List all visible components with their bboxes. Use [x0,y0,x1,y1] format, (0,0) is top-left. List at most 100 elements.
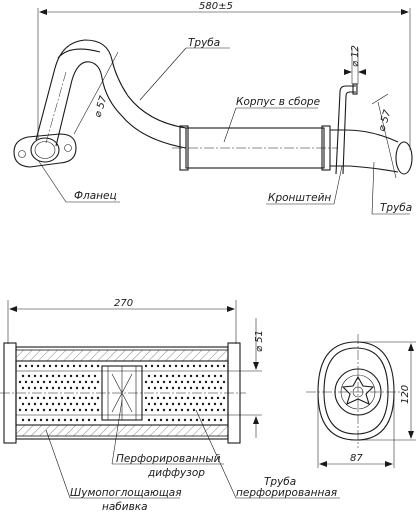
section-length-dimension: 270 [7,298,237,344]
inlet-diameter-text: ⌀ 57 [92,94,109,119]
pipe-top-label: Труба [188,37,220,49]
perforation-hole [177,402,181,406]
end-width-text: 87 [350,453,363,464]
perforation-hole [45,418,49,422]
perforation-hole [69,386,73,390]
perforation-hole [54,396,58,400]
perforation-hole [216,396,220,400]
perforation-hole [165,386,169,390]
perforation-hole [63,386,67,390]
perforation-hole [180,408,184,412]
perforation-hole [66,380,70,384]
perforation-hole [27,374,31,378]
perforation-hole [81,374,85,378]
muffler-body [172,125,338,171]
perforation-hole [162,408,166,412]
end-height-text: 120 [400,385,411,404]
perforation-hole [165,402,169,406]
perforation-hole [219,374,223,378]
perforation-hole [156,364,160,368]
perforated-pipe-label-line1: Труба [264,476,296,488]
perforation-hole [51,386,55,390]
perforation-hole [213,386,217,390]
perforation-hole [30,408,34,412]
perforation-hole [180,380,184,384]
perforation-hole [147,386,151,390]
perforated-pipe-callout: Труба перфорированная [195,409,340,499]
perforation-hole [153,418,157,422]
perforation-hole [81,386,85,390]
perforation-hole [189,386,193,390]
perforation-hole [198,380,202,384]
perforation-hole [168,408,172,412]
perforation-hole [87,402,91,406]
pipe-bottom-label: Труба [380,202,412,214]
perforation-hole [96,380,100,384]
perforation-hole [192,396,196,400]
perforation-hole [186,380,190,384]
perforation-hole [21,386,25,390]
perforation-hole [219,386,223,390]
perforation-hole [57,386,61,390]
perforation-hole [63,418,67,422]
perforation-hole [90,396,94,400]
perforation-hole [90,364,94,368]
perforation-hole [144,364,148,368]
perforation-hole [168,364,172,368]
perforation-hole [180,364,184,368]
perforation-hole [186,364,190,368]
perforation-hole [21,418,25,422]
perforation-hole [18,380,22,384]
perforation-hole [84,396,88,400]
perforation-hole [33,402,37,406]
absorbing-label-line2: набивка [102,501,148,513]
perforation-hole [216,380,220,384]
perforation-hole [39,402,43,406]
perforation-hole [63,374,67,378]
perforation-hole [24,408,28,412]
perforation-hole [183,374,187,378]
perforation-hole [174,396,178,400]
perforation-hole [66,364,70,368]
end-width-dimension: 87 [317,392,395,468]
perforation-hole [69,402,73,406]
perforation-hole [84,364,88,368]
perforation-hole [204,396,208,400]
perforation-hole [165,418,169,422]
perforation-hole [222,396,226,400]
perforation-hole [222,364,226,368]
pipe-top-callout: Труба [139,37,230,101]
perforation-hole [24,364,28,368]
perforation-hole [192,408,196,412]
perforation-hole [78,396,82,400]
section-diameter-dimension: ⌀ 51 [228,318,265,438]
perforation-hole [27,418,31,422]
perforation-hole [207,374,211,378]
perforation-hole [21,374,25,378]
perforation-hole [24,396,28,400]
perforation-hole [183,386,187,390]
perforation-hole [51,418,55,422]
perforation-hole [93,386,97,390]
flange [13,133,77,168]
perforation-hole [42,380,46,384]
perforation-hole [84,380,88,384]
perforation-hole [36,364,40,368]
diffuser-label-line1: Перфорированный [116,453,221,465]
perforation-hole [192,380,196,384]
end-view: 120 87 [306,334,416,468]
perforation-hole [54,380,58,384]
perforation-hole [81,418,85,422]
perforation-hole [183,418,187,422]
perforation-hole [201,418,205,422]
perforation-hole [156,408,160,412]
perforation-hole [195,374,199,378]
perforation-hole [18,396,22,400]
perforation-hole [30,364,34,368]
perforation-hole [45,374,49,378]
perforation-hole [210,364,214,368]
perforation-hole [222,408,226,412]
perforation-hole [87,386,91,390]
perforation-hole [87,374,91,378]
perforation-hole [171,402,175,406]
